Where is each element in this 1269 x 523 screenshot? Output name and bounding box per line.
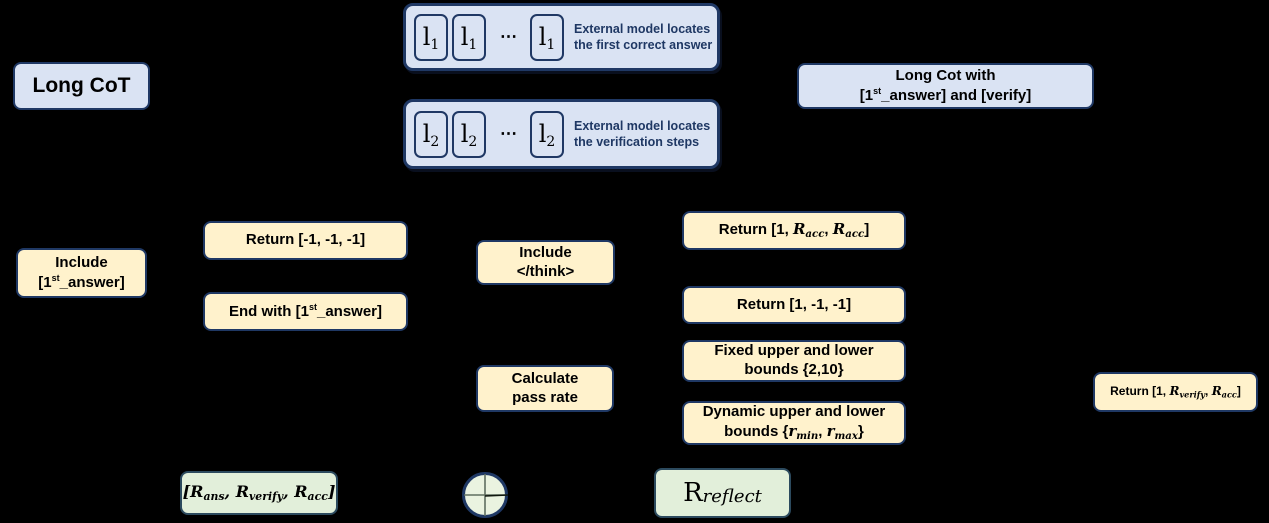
label-line: Return [-1, -1, -1] [245,231,366,249]
node-fixed-bounds: Fixed upper and lower bounds {2,10} [682,340,906,382]
token-letter: l [460,120,469,148]
token-subscript: 1 [430,36,440,53]
label-line: Fixed upper and lower [714,342,874,360]
combine-plus-node [461,471,509,519]
node-calculate-pass-rate: Calculate pass rate [476,365,614,412]
label-line: Include [55,253,108,271]
token-letter: l [538,23,547,51]
node-return-1-racc-racc: Return [1, Racc, Racc] [682,211,906,250]
label-line: pass rate [512,388,578,406]
token-letter: l [422,120,431,148]
label-line: Dynamic upper and lower [702,403,886,421]
token-letter: l [538,120,547,148]
label-line: Calculate [511,369,579,387]
node-return-1-rverify-racc: Return [1, Rverify, Racc] [1093,372,1258,412]
node-return-1-neg-neg: Return [1, -1, -1] [682,286,906,324]
token-subscript: 2 [468,133,478,150]
token-subscript: 1 [468,36,478,53]
node-include-think-tag: Include </think> [476,240,615,285]
label-line: bounds {2,10} [744,361,844,378]
token-subscript: 1 [546,36,556,53]
node-long-cot-with-answer-verify: Long Cot with [1st_answer] and [verify] [797,63,1094,109]
token-subscript: 2 [430,133,440,150]
label-line: Return [1, Rverify, Racc] [1110,384,1241,400]
caption-line: the first correct answer [574,38,713,52]
label-line: Include [519,243,572,261]
r-reflect-symbol: R [683,477,703,508]
label-line: End with [1st_answer] [228,301,383,320]
token-subscript: 2 [546,133,556,150]
label-line: Return [1, -1, -1] [736,295,852,313]
long-cot-label: Long CoT [32,73,131,97]
label-line: Long Cot with [895,66,996,84]
circle-plus-icon [462,472,509,518]
node-dynamic-bounds: Dynamic upper and lower bounds {rmin, rm… [682,401,906,445]
token-letter: l [460,23,469,51]
token-letter: l [422,23,431,51]
label-line: bounds {rmin, rmax} [724,422,864,442]
node-include-first-answer: Include [1st_answer] [16,248,147,298]
caption-line: External model locates [574,21,711,36]
node-return-neg-neg-neg: Return [-1, -1, -1] [203,221,408,260]
l2-caption: External model locates the verification … [574,118,710,151]
node-end-with-first-answer: End with [1st_answer] [203,292,408,331]
label-line: [1st_answer] and [verify] [859,85,1032,104]
node-long-cot: Long CoT [13,62,150,110]
caption-line: External model locates [574,118,711,133]
label-line: </think> [516,262,575,280]
node-rewards-tuple: [Rans, Rverify, Racc] [180,471,338,515]
ellipsis-icon: ⋯ [500,27,518,47]
label-line: [Rans, Rverify, Racc] [182,482,336,504]
l1-caption: External model locates the first correct… [574,21,712,54]
r-reflect-subscript: reflect [702,485,762,507]
caption-line: the verification steps [574,135,700,149]
label-line: Return [1, Racc, Racc] [718,220,870,241]
label-line: [1st_answer] [38,272,125,291]
ellipsis-icon: ⋯ [500,124,518,144]
